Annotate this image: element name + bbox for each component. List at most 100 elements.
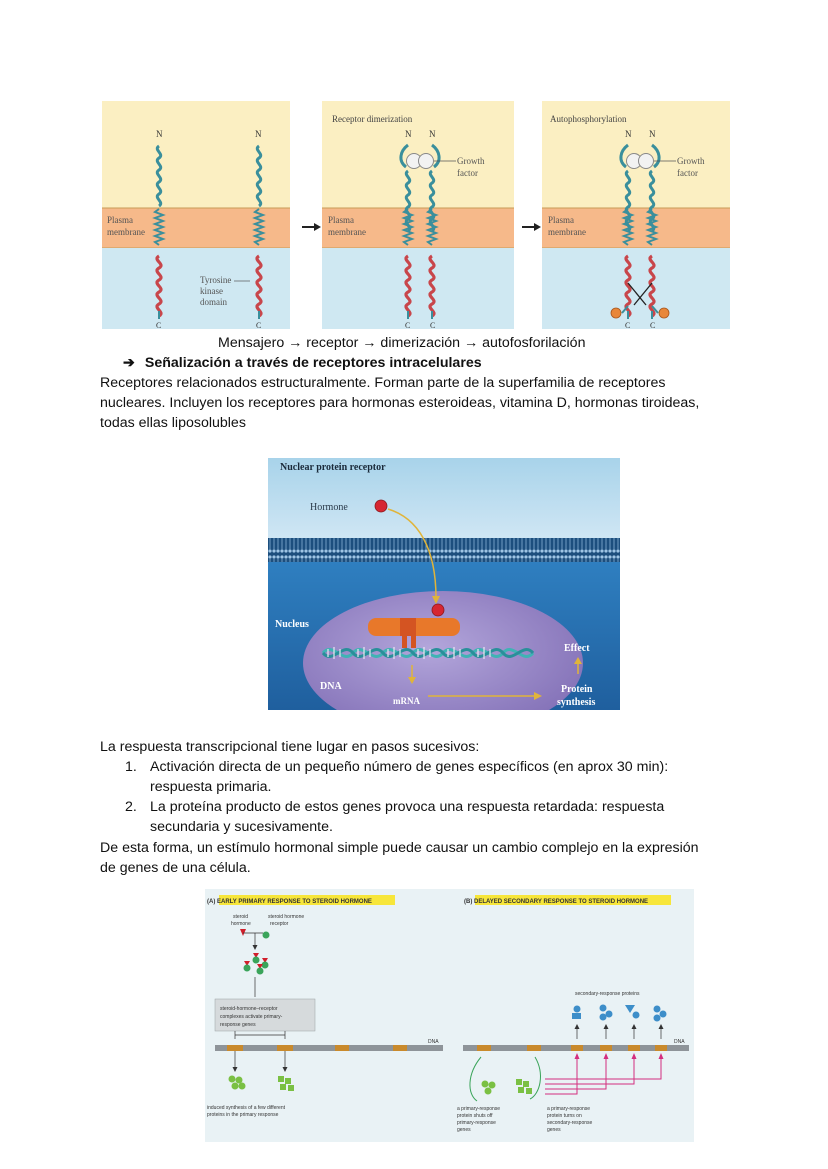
dna-helix (321, 647, 535, 659)
n-right-label: N (429, 129, 436, 139)
gene (600, 1045, 612, 1051)
steroid-hormone-icon (240, 929, 246, 936)
tyrosine-label: Tyrosine (200, 275, 231, 285)
paragraph-3: De esta forma, un estímulo hormonal simp… (100, 840, 699, 876)
dna-strand-a (215, 1045, 443, 1051)
gene (655, 1045, 667, 1051)
induced-text-2: proteins in the primary response (207, 1112, 279, 1118)
section-heading: ➔ Señalización a través de receptores int… (123, 353, 482, 373)
dna-label-b: DNA (674, 1039, 685, 1045)
nuclear-receptor-figure: Nuclear protein receptor Hormone Nucleus… (268, 458, 620, 710)
hormone-icon (374, 499, 388, 513)
panel2-title: Receptor dimerization (332, 114, 413, 124)
panel-b-title: (B) DELAYED SECONDARY RESPONSE TO STEROI… (464, 899, 648, 905)
hormone-path-arrow (387, 508, 437, 599)
membrane-label: membrane (328, 227, 366, 237)
factor-label: factor (457, 168, 478, 178)
turnon-text-2: protein turns on (547, 1113, 582, 1119)
list-item: 1. Activación directa de un pequeño núme… (100, 757, 730, 797)
gene (393, 1045, 407, 1051)
gene (335, 1045, 349, 1051)
n-left-label: N (405, 129, 412, 139)
bound-hormone-icon (431, 603, 445, 617)
shutoff-text-4: genes (457, 1127, 471, 1133)
numbered-list: 1. Activación directa de un pequeño núme… (100, 757, 730, 837)
c-right-label: C (650, 321, 655, 329)
shutoff-arrow (469, 1056, 482, 1102)
plasma-label: Plasma (328, 215, 354, 225)
dna-label-a: DNA (428, 1039, 439, 1045)
turnon-text-4: genes (547, 1127, 561, 1133)
gene (628, 1045, 640, 1051)
factor-label: factor (677, 168, 698, 178)
panel-monomer: N N C C Plasma membrane Tyrosine kinase … (102, 101, 290, 329)
nucleus-label: Nucleus (275, 619, 309, 630)
panel3-title: Autophosphorylation (550, 114, 627, 124)
paragraph-1: Receptores relacionados estructuralmente… (100, 375, 700, 431)
primary-proteins (228, 1075, 294, 1091)
c-left-label: C (156, 321, 161, 329)
rtk-figure: N N C C Plasma membrane Tyrosine kinase … (102, 101, 730, 329)
plasma-label: Plasma (548, 215, 574, 225)
shutoff-text-1: a primary-response (457, 1106, 500, 1112)
membrane-label: membrane (548, 227, 586, 237)
growth-label: Growth (677, 156, 705, 166)
paragraph-2: La respuesta transcripcional tiene lugar… (100, 739, 480, 755)
secondary-proteins (572, 1004, 667, 1022)
steroid-response-figure: (A) EARLY PRIMARY RESPONSE TO STEROID HO… (205, 889, 694, 1142)
growth-label: Growth (457, 156, 485, 166)
plasma-label: Plasma (107, 215, 133, 225)
complex-icons (243, 953, 269, 975)
gene (527, 1045, 541, 1051)
arrow-bullet-icon: ➔ (123, 355, 135, 371)
complex-text-3: response genes (220, 1022, 256, 1028)
secondary-proteins-label: secondary-response proteins (575, 991, 640, 997)
n-right-label: N (255, 129, 262, 139)
dna-label: DNA (320, 681, 342, 692)
complex-text-1: steroid-hormone–receptor (220, 1006, 278, 1012)
mrna-label: mRNA (393, 696, 420, 706)
c-right-label: C (430, 321, 435, 329)
primary-proteins-b (481, 1079, 532, 1095)
phosphate-icon (610, 307, 622, 319)
list-text: Activación directa de un pequeño número … (150, 759, 669, 795)
gene (571, 1045, 583, 1051)
c-right-label: C (256, 321, 261, 329)
shutoff-text-3: primary-response (457, 1120, 496, 1126)
list-text: La proteína producto de estos genes prov… (150, 799, 665, 835)
effect-label: Effect (564, 643, 590, 654)
kinase-label: kinase (200, 286, 223, 296)
figure1-caption: Mensajero → receptor → dimerización → au… (218, 335, 586, 351)
panel-a-title: (A) EARLY PRIMARY RESPONSE TO STEROID HO… (207, 899, 372, 905)
turnon-text-3: secondary-response (547, 1120, 593, 1126)
protein-label: Protein (561, 684, 593, 695)
receptor-icon (262, 931, 270, 939)
complex-box (214, 998, 316, 1032)
synthesis-label: synthesis (557, 697, 595, 708)
membrane-label: membrane (107, 227, 145, 237)
c-left-label: C (405, 321, 410, 329)
hormone-label: Hormone (310, 502, 348, 513)
gene (477, 1045, 491, 1051)
n-left-label: N (156, 129, 163, 139)
turnon-text-1: a primary-response (547, 1106, 590, 1112)
receptor-label-1: steroid hormone (268, 914, 304, 920)
gene (227, 1045, 243, 1051)
list-item: 2. La proteína producto de estos genes p… (100, 797, 730, 837)
gene (277, 1045, 293, 1051)
c-left-label: C (625, 321, 630, 329)
receptor-label-2: receptor (270, 921, 289, 927)
n-right-label: N (649, 129, 656, 139)
phosphate-icon (658, 307, 670, 319)
turn-on-arrows (545, 1057, 662, 1095)
list-number: 1. (125, 759, 137, 775)
hormone-label: hormone (231, 921, 251, 927)
heading-text: Señalización a través de receptores intr… (144, 355, 482, 371)
list-number: 2. (125, 799, 137, 815)
shutoff-text-2: protein shuts off (457, 1113, 493, 1119)
figure2-title: Nuclear protein receptor (280, 462, 386, 473)
steroid-label: steroid (233, 914, 248, 920)
complex-text-2: complexes activate primary- (220, 1014, 283, 1020)
induced-text-1: induced synthesis of a few different (207, 1105, 286, 1111)
domain-label: domain (200, 297, 227, 307)
